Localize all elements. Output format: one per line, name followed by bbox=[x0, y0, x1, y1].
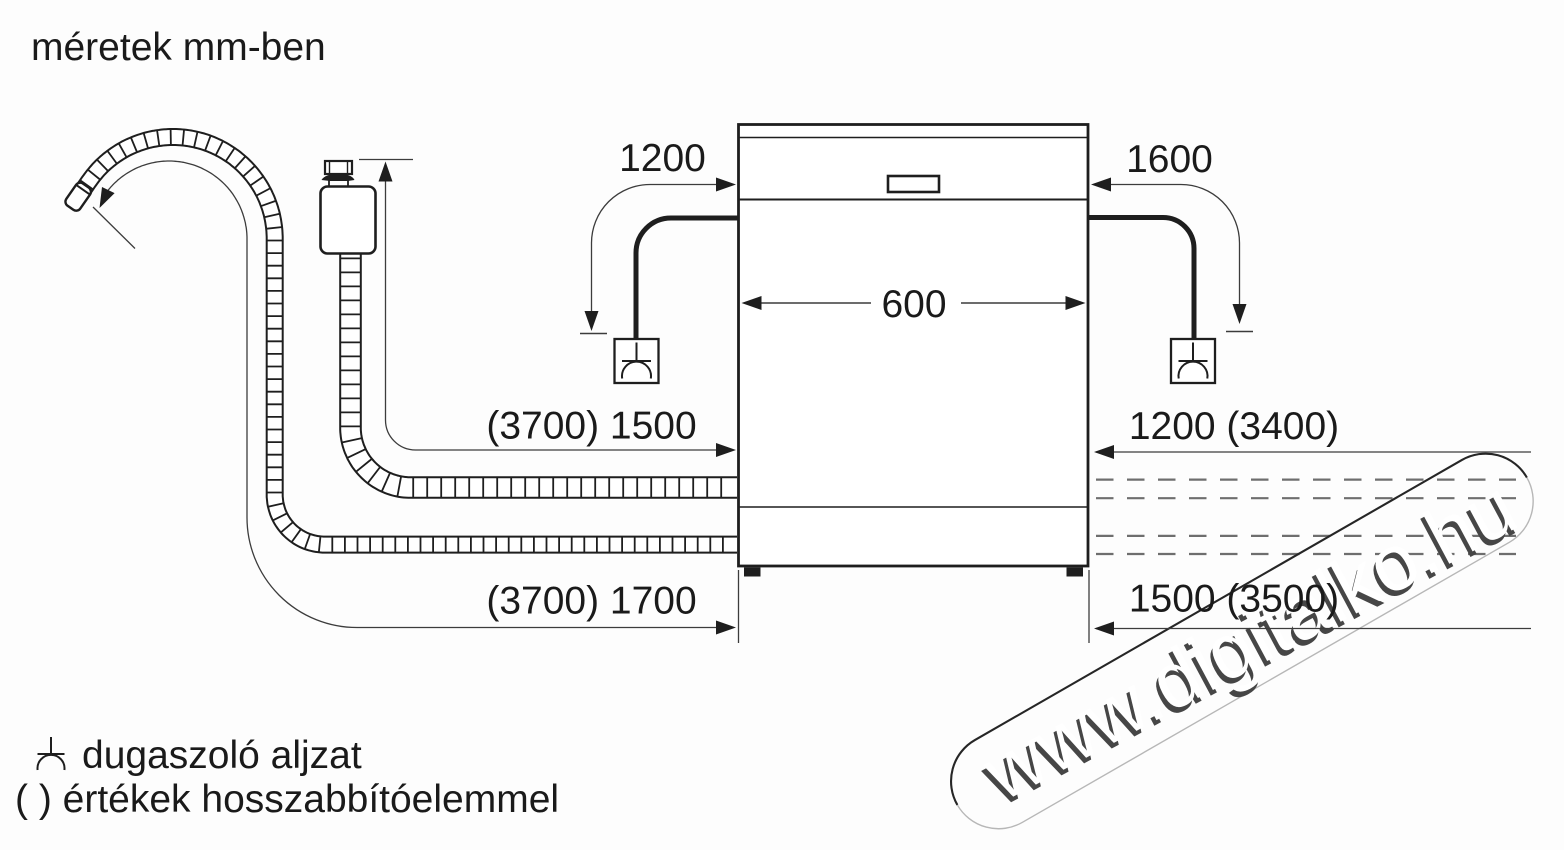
svg-text:( ) értékek hosszabbítóelemmel: ( ) értékek hosszabbítóelemmel bbox=[15, 778, 559, 821]
svg-text:600: 600 bbox=[881, 283, 946, 326]
svg-text:1600: 1600 bbox=[1126, 138, 1213, 181]
svg-text:1200 (3400): 1200 (3400) bbox=[1129, 405, 1339, 448]
svg-text:(3700) 1500: (3700) 1500 bbox=[486, 405, 696, 448]
svg-text:1200: 1200 bbox=[619, 137, 706, 180]
svg-text:méretek mm-ben: méretek mm-ben bbox=[31, 26, 326, 69]
svg-text:dugaszoló aljzat: dugaszoló aljzat bbox=[82, 734, 362, 777]
svg-text:(3700) 1700: (3700) 1700 bbox=[486, 580, 696, 623]
svg-text:1500 (3500): 1500 (3500) bbox=[1129, 578, 1339, 621]
